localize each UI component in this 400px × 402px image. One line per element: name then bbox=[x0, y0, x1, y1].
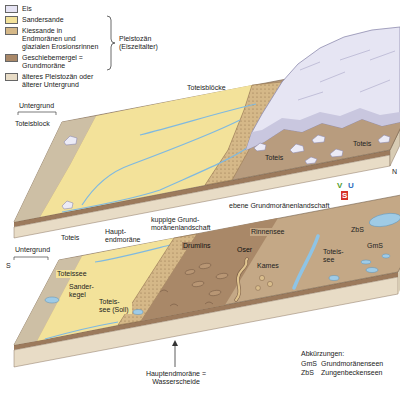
legend-swatch bbox=[5, 5, 18, 13]
ice-front-shade bbox=[246, 108, 400, 150]
esker-outline bbox=[236, 259, 247, 300]
legend-swatch bbox=[5, 54, 18, 62]
legend-text: Kiessande in Endmoränen und glazialen Er… bbox=[22, 27, 104, 51]
abbreviation-label: GmS bbox=[366, 242, 384, 250]
table-heading: Abkürzungen: bbox=[300, 350, 345, 358]
legend-swatch bbox=[5, 27, 18, 35]
feature-label: Toteis- see (Soll) bbox=[98, 298, 132, 314]
drumlin bbox=[185, 269, 196, 275]
bracket bbox=[18, 112, 56, 115]
meltwater-stream bbox=[95, 245, 170, 262]
feature-label: Oser bbox=[236, 246, 253, 254]
region-label: Haupt- endmoräne bbox=[104, 228, 144, 244]
bracket-label: Pleistozän (Eiszeitalter) bbox=[118, 35, 180, 51]
dead-ice-block bbox=[312, 135, 325, 143]
feature-label: Toteis bbox=[264, 154, 284, 162]
region-label: kuppige Grund- moränenlandschaft bbox=[150, 216, 214, 232]
bracket bbox=[14, 257, 48, 260]
table-cell: GmS bbox=[300, 360, 318, 368]
drumlin bbox=[199, 262, 212, 269]
kettle-lake bbox=[133, 310, 143, 315]
kame bbox=[267, 281, 272, 286]
dead-ice-block bbox=[330, 149, 343, 157]
dead-ice-block bbox=[378, 135, 390, 143]
table-cell: ZbS bbox=[300, 369, 315, 377]
logo-letter: S bbox=[341, 191, 348, 200]
dead-ice-block bbox=[290, 144, 304, 153]
ice-sheet bbox=[246, 27, 400, 150]
ground-moraine-lake bbox=[382, 254, 390, 258]
legend-text: Geschiebemergel = Grundmoräne bbox=[22, 54, 104, 70]
legend-text: Sandersande bbox=[22, 16, 104, 24]
feature-label: Toteisblöcke bbox=[186, 84, 227, 92]
logo-letter: V bbox=[336, 181, 343, 190]
table-cell: Zungenbeckenseen bbox=[320, 369, 384, 377]
feature-label: Toteis bbox=[352, 140, 372, 148]
dead-ice-block bbox=[254, 143, 266, 151]
region-label: ebene Grundmoränenlandschaft bbox=[228, 202, 330, 210]
pointer-label: Hauptendmoräne = Wasserscheide bbox=[130, 370, 222, 386]
legend: EisSandersandeKiessande in Endmoränen un… bbox=[5, 5, 104, 89]
region-label: Untergrund bbox=[14, 246, 51, 254]
dead-ice-block bbox=[62, 201, 73, 209]
kame bbox=[259, 275, 264, 280]
legend-row: Sandersande bbox=[5, 16, 104, 24]
meltwater-stream bbox=[140, 104, 256, 135]
pointer-arrow-line bbox=[175, 345, 176, 367]
legend-row: Kiessande in Endmoränen und glazialen Er… bbox=[5, 27, 104, 51]
table-cell: Grundmoränenseen bbox=[320, 360, 384, 368]
kettle-lake bbox=[45, 297, 59, 303]
meltwater-stream bbox=[62, 146, 250, 212]
dead-ice-block bbox=[64, 136, 77, 145]
drumlin bbox=[192, 280, 205, 287]
legend-swatch bbox=[5, 16, 18, 24]
kettle-lake bbox=[329, 276, 339, 281]
channel-lake bbox=[294, 236, 318, 288]
compass-label: S bbox=[5, 262, 12, 270]
kame bbox=[256, 286, 261, 291]
logo-letter: U bbox=[347, 181, 355, 190]
legend-row: älteres Pleistozän oder älterer Untergru… bbox=[5, 73, 104, 89]
feature-label: Toteis- see bbox=[322, 248, 348, 264]
meltwater-stream bbox=[82, 120, 240, 205]
feature-label: Rinnensee bbox=[250, 228, 285, 236]
sander-fan bbox=[40, 85, 252, 217]
drumlin bbox=[209, 289, 222, 296]
feature-label: Toteissee bbox=[56, 270, 88, 278]
dead-ice-block bbox=[305, 157, 317, 164]
feature-label: Sander- kegel bbox=[68, 283, 98, 299]
legend-brace bbox=[107, 16, 115, 70]
ice-crevasses bbox=[298, 50, 395, 100]
abbreviation-label: ZbS bbox=[350, 226, 365, 234]
region-label: Untergrund bbox=[18, 102, 55, 110]
surface bbox=[14, 187, 400, 345]
drumlin bbox=[216, 272, 229, 279]
ground-moraine-lake bbox=[361, 260, 371, 264]
legend-swatch bbox=[5, 73, 18, 81]
legend-row: Eis bbox=[5, 5, 104, 13]
legend-row: Geschiebemergel = Grundmoräne bbox=[5, 54, 104, 70]
legend-text: Eis bbox=[22, 5, 104, 13]
feature-label: Toteis bbox=[60, 234, 80, 242]
meltwater-stream bbox=[45, 322, 118, 339]
compass-label: N bbox=[391, 168, 398, 176]
feature-label: Drumlins bbox=[182, 242, 212, 250]
legend-text: älteres Pleistozän oder älterer Untergru… bbox=[22, 73, 104, 89]
lower-block bbox=[14, 187, 400, 367]
pointer-arrow-head bbox=[172, 340, 178, 346]
feature-label: Kames bbox=[256, 262, 280, 270]
esker bbox=[236, 259, 247, 300]
hummocks bbox=[160, 290, 213, 306]
ground-moraine-lake bbox=[366, 268, 378, 273]
tongue-basin-lake bbox=[368, 211, 400, 229]
feature-label: Toteisblock bbox=[14, 120, 51, 128]
